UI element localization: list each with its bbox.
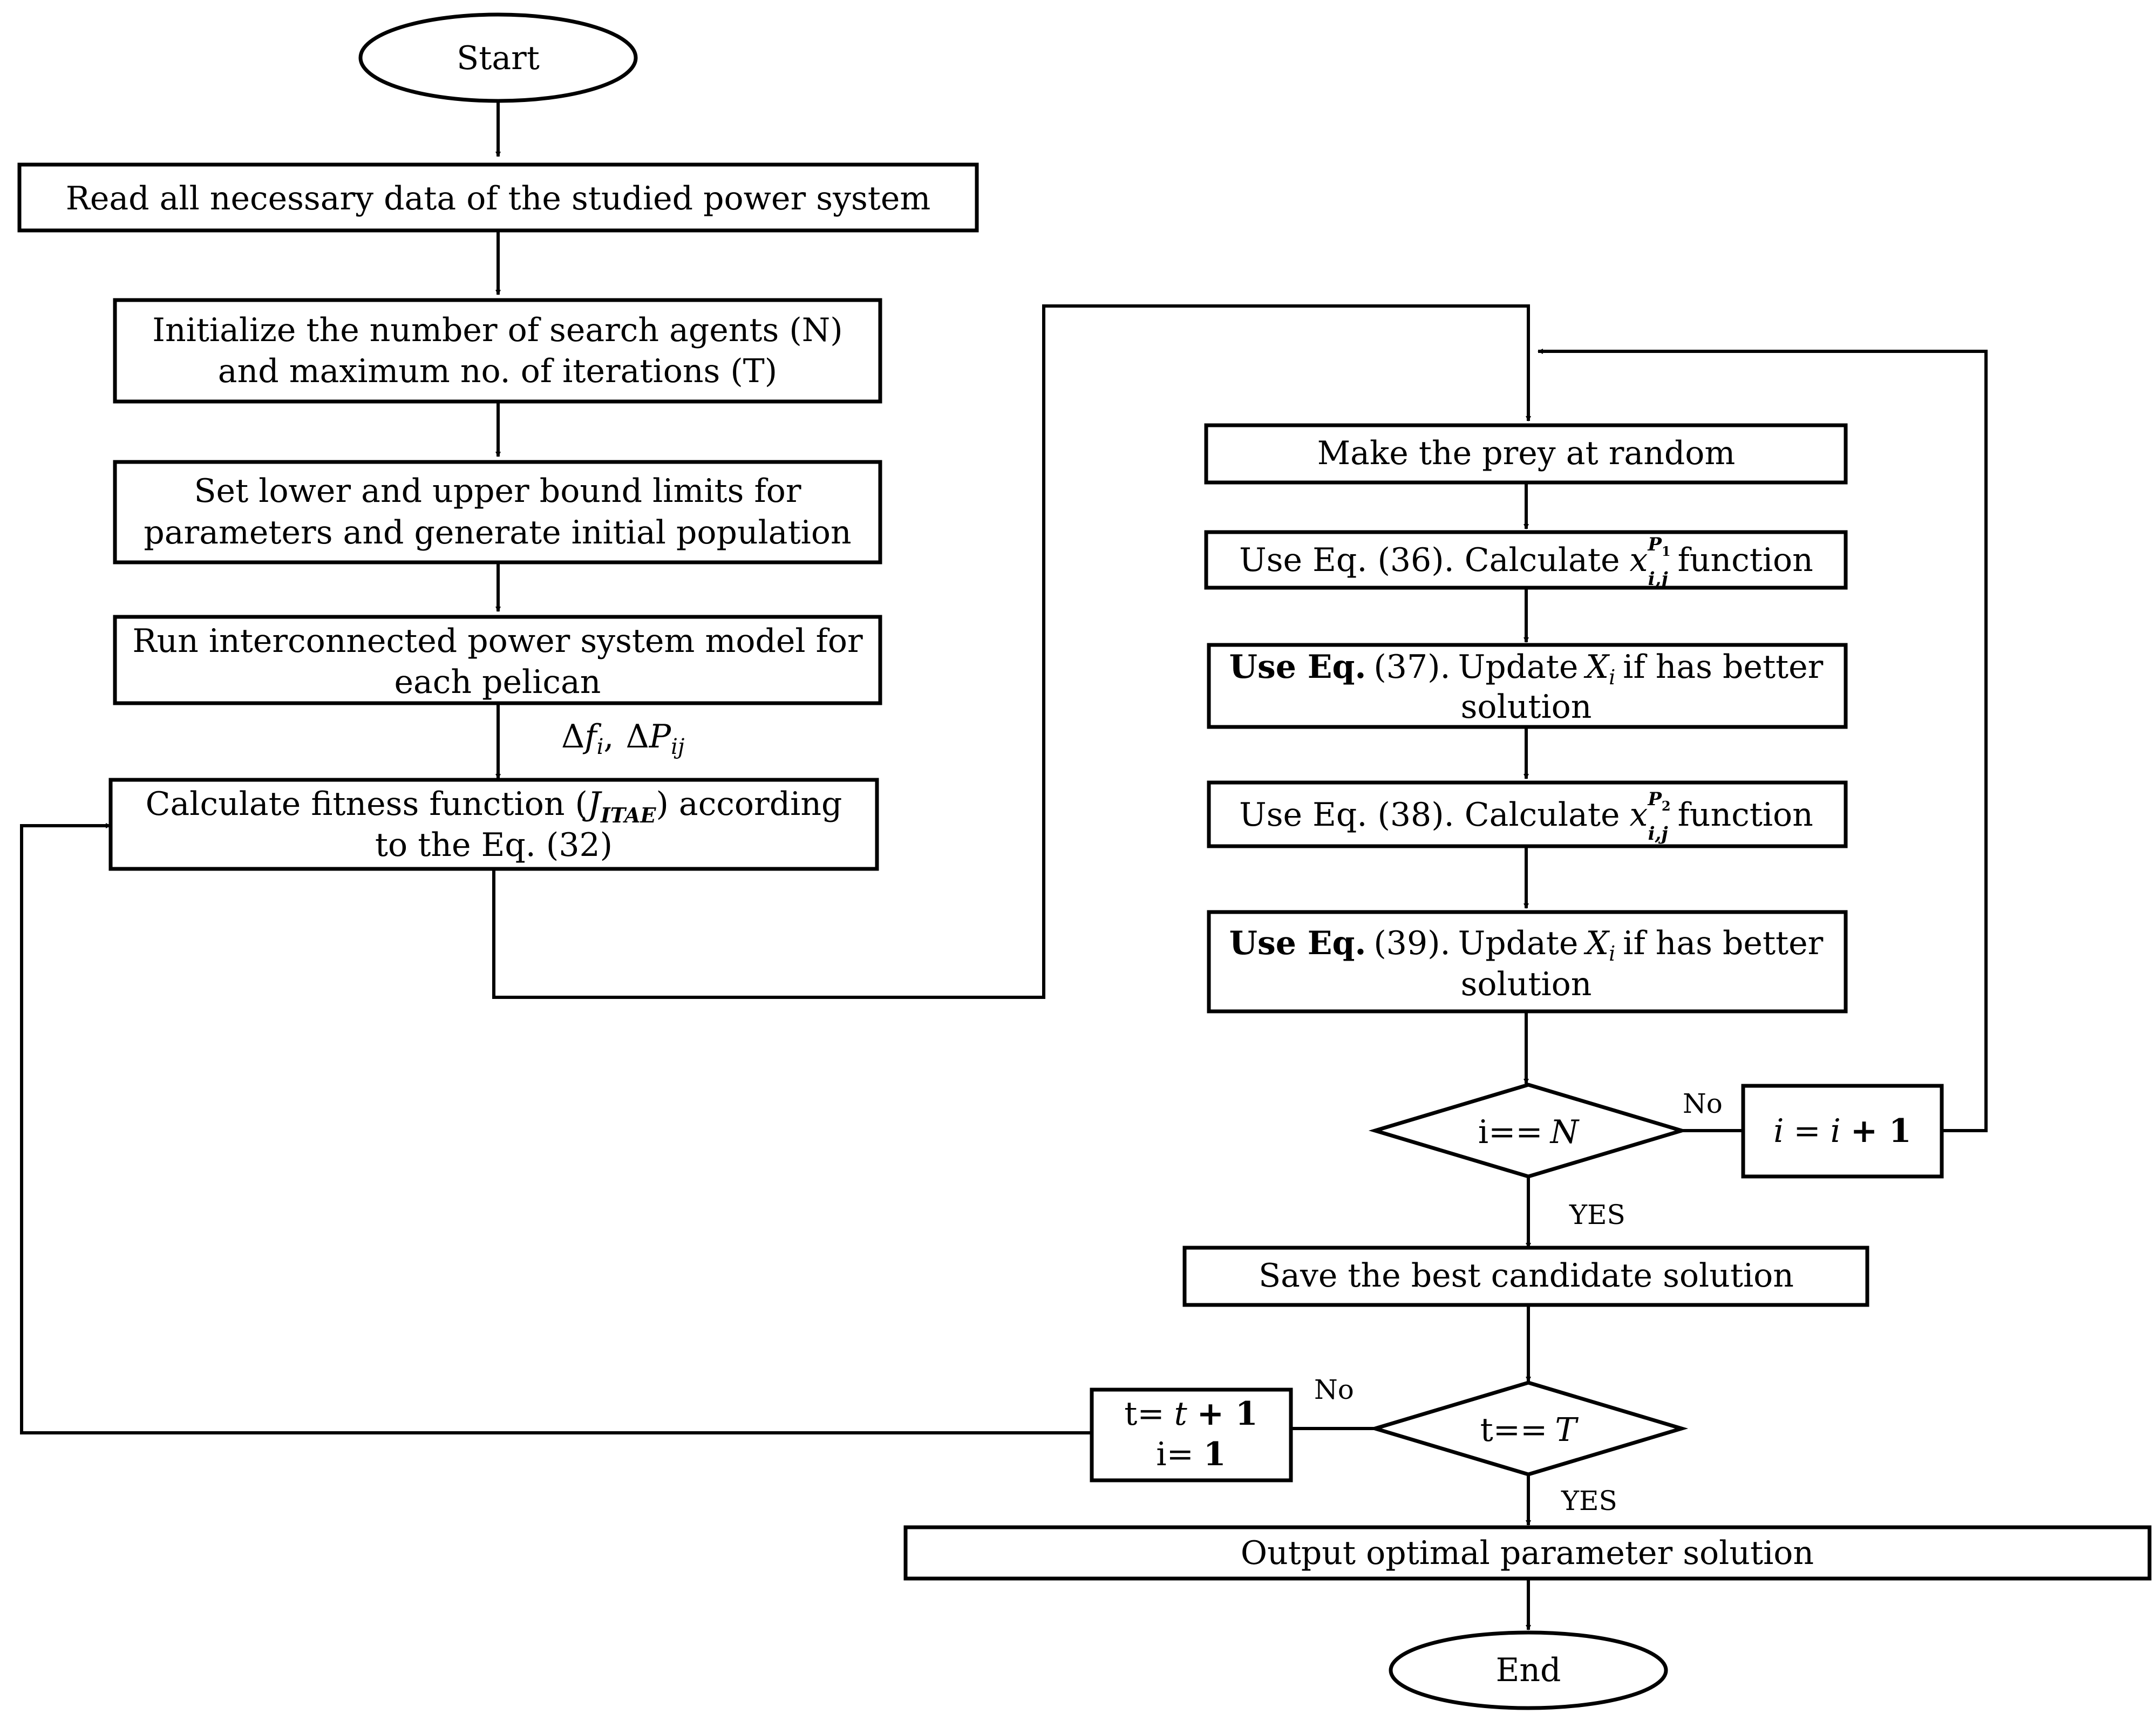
end-terminal: End [1389, 1630, 1668, 1710]
bounds-label-line1: Set lower and upper bound limits for [194, 472, 801, 510]
decision-i-equals-n: i==N [1368, 1083, 1689, 1179]
initialize-process: Initialize the number of search agents (… [113, 298, 882, 404]
bounds-process: Set lower and upper bound limits for par… [113, 460, 882, 564]
end-label: End [1496, 1651, 1561, 1689]
connector-fitness-to-prey [492, 304, 1531, 999]
increment-i-process: i=i+ 1 [1741, 1084, 1944, 1179]
run-model-label-line2: each pelican [395, 663, 601, 701]
increment-i-label: i=i+ 1 [1773, 1112, 1912, 1150]
eq39-label-line2: solution [1461, 965, 1592, 1003]
initialize-label-line2: and maximum no. of iterations (T) [218, 352, 777, 390]
start-terminal: Start [358, 12, 638, 103]
fitness-label-line1: Calculate fitness function (JITAE) accor… [146, 785, 842, 827]
run-model-process: Run interconnected power system model fo… [113, 615, 882, 705]
output-label: Output optimal parameter solution [1241, 1534, 1814, 1572]
decision-t-label: t==T [1480, 1411, 1579, 1449]
decision-i-no-label: No [1683, 1088, 1723, 1119]
increment-t-label-line2: i=1 [1156, 1436, 1226, 1473]
decision-i-label: i==N [1478, 1113, 1580, 1151]
start-label: Start [457, 39, 540, 77]
initialize-label-line1: Initialize the number of search agents (… [152, 311, 842, 349]
fitness-process: Calculate fitness function (JITAE) accor… [108, 778, 879, 871]
increment-t-process: t=t+ 1 i=1 [1090, 1387, 1293, 1482]
connectors [20, 97, 1988, 1630]
decision-t-equals-t: t==T [1368, 1380, 1689, 1477]
eq37-label-line2: solution [1461, 688, 1592, 726]
loop-inc-t-to-fitness [20, 823, 1092, 1434]
bounds-label-line2: parameters and generate initial populati… [144, 514, 851, 552]
save-best-process: Save the best candidate solution [1182, 1246, 1869, 1307]
decision-t-no-label: No [1314, 1374, 1354, 1405]
prey-process: Make the prey at random [1204, 423, 1848, 485]
loop-inc-i-to-prey [1538, 349, 1988, 1132]
run-model-label-line1: Run interconnected power system model fo… [132, 622, 863, 660]
read-data-label: Read all necessary data of the studied p… [66, 180, 931, 217]
decision-i-yes-label: YES [1569, 1199, 1625, 1230]
fitness-label-line2: to the Eq. (32) [375, 826, 613, 864]
increment-t-label-line1: t=t+ 1 [1124, 1395, 1257, 1433]
output-process: Output optimal parameter solution [903, 1525, 2152, 1581]
prey-label: Make the prey at random [1317, 434, 1736, 472]
decision-t-yes-label: YES [1561, 1485, 1617, 1516]
delta-edge-label: Δfi,ΔPij [561, 718, 684, 759]
save-best-label: Save the best candidate solution [1259, 1257, 1794, 1295]
read-data-process: Read all necessary data of the studied p… [17, 162, 979, 233]
